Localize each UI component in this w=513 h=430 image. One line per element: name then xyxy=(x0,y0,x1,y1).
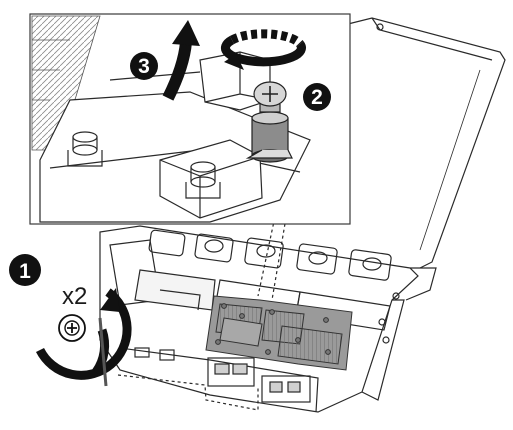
dashed-guide-detail xyxy=(257,211,277,297)
front-panel xyxy=(119,347,319,413)
fan-row xyxy=(148,229,392,281)
step-callout-2: 2 xyxy=(303,83,331,111)
screw-count-label: x2 xyxy=(62,283,87,310)
step-number-2: 2 xyxy=(311,86,323,109)
screw-head-icon xyxy=(58,314,86,342)
detail-inset xyxy=(29,13,351,225)
step-1-screw-removal: x2 1 xyxy=(9,254,132,387)
lid-screw xyxy=(376,23,384,31)
thumbscrew-icon xyxy=(245,81,293,163)
loosen-arrow-icon xyxy=(221,29,306,70)
lift-arrow-icon xyxy=(162,20,200,101)
screwdriver-rotate-ccw-icon xyxy=(35,288,132,380)
chassis-lid xyxy=(347,17,506,269)
step-number-3: 3 xyxy=(138,55,150,78)
step-number-1: 1 xyxy=(19,260,31,283)
dashed-guide-front xyxy=(117,374,259,411)
port-block-2 xyxy=(159,349,175,361)
port-block-1 xyxy=(134,347,150,358)
step-callout-3: 3 xyxy=(130,52,158,80)
controller-module-heatsink xyxy=(205,295,353,371)
